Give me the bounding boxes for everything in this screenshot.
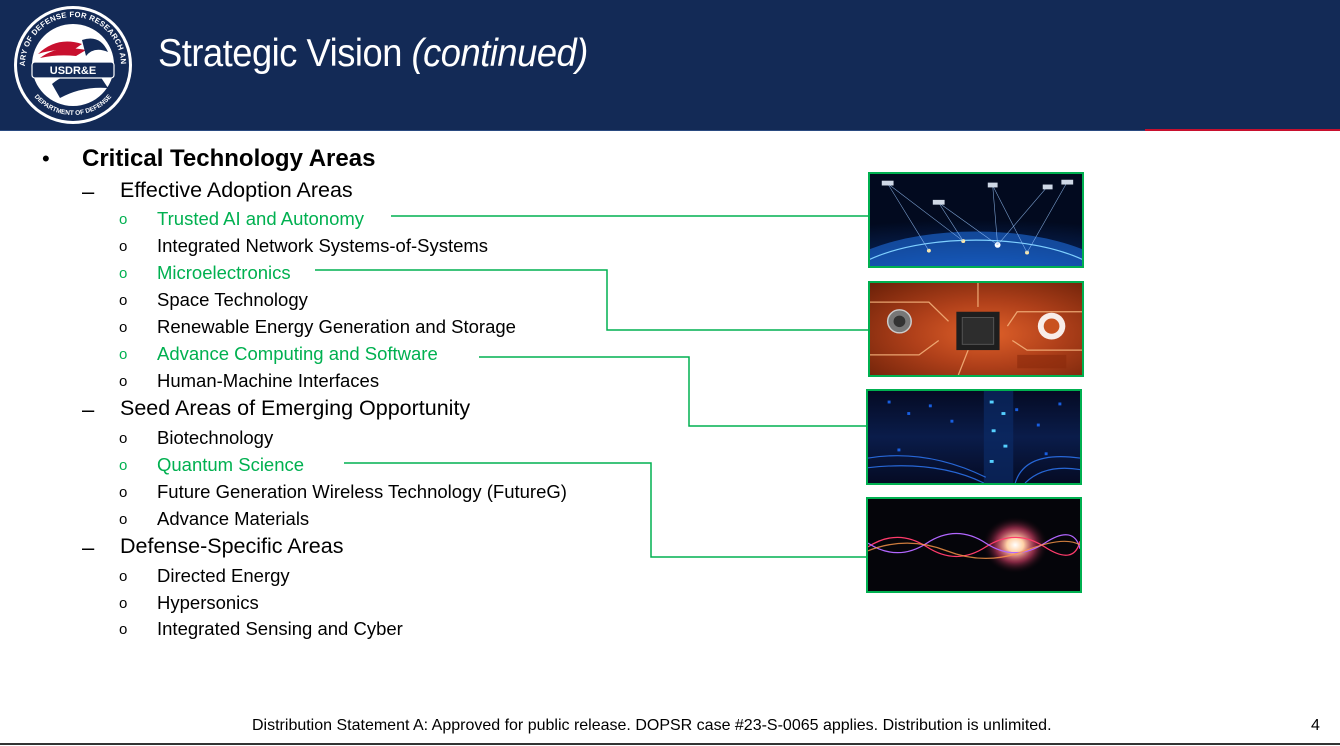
microchip-circuit-image (868, 281, 1084, 377)
slide-header (0, 0, 1340, 130)
item-circle: o (119, 373, 128, 390)
item-integrated-sensing-and-cyber: Integrated Sensing and Cyber (157, 618, 403, 639)
page-number: 4 (1311, 717, 1320, 734)
item-circle: o (119, 457, 128, 474)
group-dash: – (82, 535, 95, 560)
title-main: Strategic Vision (158, 32, 402, 75)
footer-divider (0, 743, 1340, 745)
item-circle: o (119, 238, 128, 255)
item-microelectronics: Microelectronics (157, 262, 291, 283)
group-defense-specific-areas: Defense-Specific Areas (120, 534, 344, 558)
item-circle: o (119, 346, 128, 363)
connector-advance-computing (479, 356, 866, 427)
item-advance-materials: Advance Materials (157, 508, 310, 529)
group-dash: – (82, 397, 95, 422)
item-circle: o (119, 292, 128, 309)
item-trusted-ai-and-autonomy: Trusted AI and Autonomy (157, 208, 365, 229)
item-circle: o (119, 319, 128, 336)
item-circle: o (119, 211, 128, 228)
quantum-light-image (866, 497, 1082, 593)
slide-title: Strategic Vision (continued) (158, 32, 588, 76)
heading-bullet: • (42, 146, 50, 171)
group-seed-areas: Seed Areas of Emerging Opportunity (120, 396, 471, 420)
item-advance-computing-and-software: Advance Computing and Software (157, 343, 438, 364)
item-renewable-energy: Renewable Energy Generation and Storage (157, 316, 516, 337)
item-directed-energy: Directed Energy (157, 565, 290, 586)
satellite-network-image (868, 172, 1084, 268)
item-quantum-science: Quantum Science (157, 454, 305, 475)
item-hypersonics: Hypersonics (157, 592, 259, 613)
item-future-generation-wireless: Future Generation Wireless Technology (F… (157, 481, 567, 502)
server-computing-image (866, 389, 1082, 485)
usdre-seal-logo: UNDER SECRETARY OF DEFENSE FOR RESEARCH … (12, 4, 132, 124)
item-circle: o (119, 511, 128, 528)
item-circle: o (119, 621, 128, 638)
item-circle: o (119, 430, 128, 447)
item-circle: o (119, 265, 128, 282)
heading-critical-technology-areas: Critical Technology Areas (82, 145, 376, 172)
seal-badge-text: USDR&E (50, 65, 96, 77)
item-integrated-network-systems: Integrated Network Systems-of-Systems (157, 235, 489, 256)
group-dash: – (82, 179, 95, 204)
item-human-machine-interfaces: Human-Machine Interfaces (157, 370, 380, 391)
group-effective-adoption-areas: Effective Adoption Areas (120, 178, 353, 202)
title-italic: (continued) (411, 32, 589, 75)
item-space-technology: Space Technology (157, 289, 308, 310)
item-circle: o (119, 568, 128, 585)
item-circle: o (119, 595, 128, 612)
connector-quantum-science (344, 462, 866, 558)
header-divider (0, 130, 1145, 131)
item-circle: o (119, 484, 128, 501)
header-accent-bar (1145, 129, 1340, 131)
item-biotechnology: Biotechnology (157, 427, 274, 448)
distribution-statement: Distribution Statement A: Approved for p… (252, 717, 1052, 734)
